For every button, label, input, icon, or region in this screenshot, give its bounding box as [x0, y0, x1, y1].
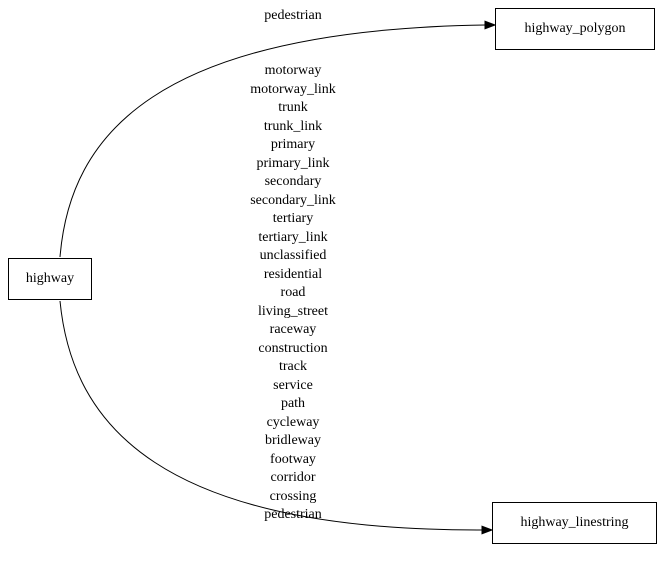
edge-label-line: motorway_link	[250, 81, 336, 97]
node-highway-label: highway	[25, 271, 75, 286]
edge-label-line: crossing	[269, 488, 317, 504]
edge-label-line: residential	[263, 266, 323, 282]
edge-label-line: pedestrian	[264, 507, 322, 522]
edge-label-line: raceway	[269, 322, 317, 337]
edge-label-line: road	[280, 285, 306, 300]
edge-label-line: tertiary_link	[258, 229, 328, 245]
edge-label-line: service	[273, 377, 313, 393]
edge-label-line: living_street	[258, 303, 328, 319]
edge-label-line: trunk_link	[263, 118, 323, 134]
edge-label-line: corridor	[270, 470, 316, 485]
node-highway-polygon-label: highway_polygon	[524, 21, 626, 36]
edge-highway-to-polygon	[59, 24, 486, 258]
node-highway: highway	[8, 258, 92, 300]
node-highway-linestring: highway_linestring	[492, 502, 657, 544]
edge-label-line: unclassified	[259, 248, 327, 263]
edge-label-line: secondary_link	[250, 192, 336, 208]
arrowhead-to-polygon-icon	[484, 20, 497, 30]
edge-label-line: construction	[258, 340, 328, 356]
edge-label-line: footway	[270, 451, 316, 467]
edge-label-line: primary	[270, 137, 316, 152]
edge-label-line: bridleway	[265, 433, 321, 448]
edge-label-line: motorway	[264, 63, 322, 78]
edge-label-line: cycleway	[266, 414, 320, 430]
arrowhead-to-linestring-icon	[481, 525, 494, 535]
edge-label-line: track	[279, 359, 307, 374]
edge-label-line: primary_link	[256, 155, 330, 171]
edge-label-line: tertiary	[272, 211, 314, 226]
node-highway-polygon: highway_polygon	[495, 8, 655, 50]
edge-label-pedestrian: pedestrian	[264, 8, 322, 23]
edge-label-line: path	[280, 396, 306, 411]
edge-label-line: secondary	[264, 174, 322, 189]
edge-highway-to-linestring	[59, 300, 483, 531]
node-highway-linestring-label: highway_linestring	[520, 515, 629, 530]
edge-label-line: trunk	[278, 100, 308, 115]
